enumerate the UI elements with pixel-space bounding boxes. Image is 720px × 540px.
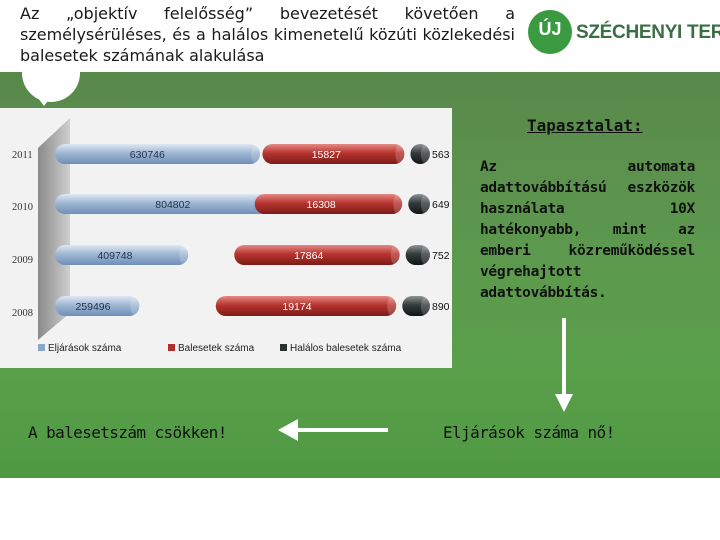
chart-svg: 630746 15827 563 2011 804802 16308 649 2010 4097… <box>12 118 450 354</box>
category-label-2008: 2008 <box>12 308 33 319</box>
bar-procedures-2008 <box>55 296 140 316</box>
bar-fatal-2011 <box>410 144 430 164</box>
category-label-2011: 2011 <box>12 150 33 161</box>
bar-accidents-2008 <box>215 296 397 316</box>
bar-cap-procedures-2008 <box>130 296 141 316</box>
data-label-procedures-2010: 804802 <box>155 199 190 211</box>
legend-label-fatal: Halálos balesetek száma <box>290 343 402 354</box>
data-label-accidents-2011: 15827 <box>312 149 341 161</box>
data-label-fatal-2010: 649 <box>432 199 450 211</box>
data-label-procedures-2009: 409748 <box>97 250 132 262</box>
experience-title: Tapasztalat: <box>527 116 643 135</box>
legend-swatch-fatal <box>280 344 287 351</box>
category-label-2009: 2009 <box>12 255 33 266</box>
data-label-accidents-2010: 16308 <box>307 199 336 211</box>
data-label-fatal-2008: 890 <box>432 301 450 313</box>
bar-fatal-2010 <box>408 194 430 214</box>
experience-text: Az automata adattovábbítású eszközök has… <box>480 159 695 301</box>
accident-decrease-message: A balesetszám csökken! <box>28 423 227 442</box>
legend-label-procedures: Eljárások száma <box>48 343 122 354</box>
legend-swatch-accidents <box>168 344 175 351</box>
data-label-procedures-2011: 630746 <box>130 149 165 161</box>
bar-cap-fatal-2009 <box>421 245 431 265</box>
callout-tail <box>38 98 50 106</box>
slide-title: Az „objektív felelősség” bevezetését köv… <box>20 4 515 65</box>
bar-accidents-2011 <box>262 144 405 164</box>
bar-cap-fatal-2010 <box>421 194 431 214</box>
bar-cap-fatal-2008 <box>421 296 431 316</box>
data-label-procedures-2008: 259496 <box>75 301 110 313</box>
bar-cap-procedures-2009 <box>179 245 190 265</box>
data-label-accidents-2008: 19174 <box>282 301 311 313</box>
bar-cap-accidents-2008 <box>387 296 398 316</box>
bar-cap-procedures-2011 <box>251 144 262 164</box>
left-arrow-icon <box>278 419 388 441</box>
logo-mark-icon: ÚJ <box>528 10 572 54</box>
bar-accidents-2009 <box>234 245 400 265</box>
bar-accidents-2010 <box>254 194 403 214</box>
legend-swatch-procedures <box>38 344 45 351</box>
bar-procedures-2010 <box>55 194 317 214</box>
procedures-increase-message: Eljárások száma nő! <box>443 423 615 442</box>
down-arrow-icon <box>555 318 573 412</box>
bar-procedures-2009 <box>55 245 189 265</box>
bar-fatal-2009 <box>405 245 430 265</box>
category-label-2010: 2010 <box>12 202 33 213</box>
accident-chart: 630746 15827 563 2011 804802 16308 649 2010 4097… <box>0 108 452 368</box>
data-label-accidents-2009: 17864 <box>294 250 323 262</box>
data-label-fatal-2009: 752 <box>432 250 450 262</box>
bar-cap-accidents-2009 <box>390 245 401 265</box>
slide-header: Az „objektív felelősség” bevezetését köv… <box>0 0 720 72</box>
bar-cap-accidents-2011 <box>395 144 406 164</box>
chart-axis-wall <box>38 118 70 340</box>
data-label-fatal-2011: 563 <box>432 149 450 161</box>
bar-cap-accidents-2010 <box>393 194 404 214</box>
bar-cap-fatal-2011 <box>421 144 431 164</box>
bar-procedures-2011 <box>55 144 261 164</box>
logo-text: SZÉCHENYI TERV <box>576 22 720 43</box>
legend-label-accidents: Balesetek száma <box>178 343 255 354</box>
bar-fatal-2008 <box>402 296 430 316</box>
szechenyi-logo: ÚJ SZÉCHENYI TERV <box>528 10 720 56</box>
